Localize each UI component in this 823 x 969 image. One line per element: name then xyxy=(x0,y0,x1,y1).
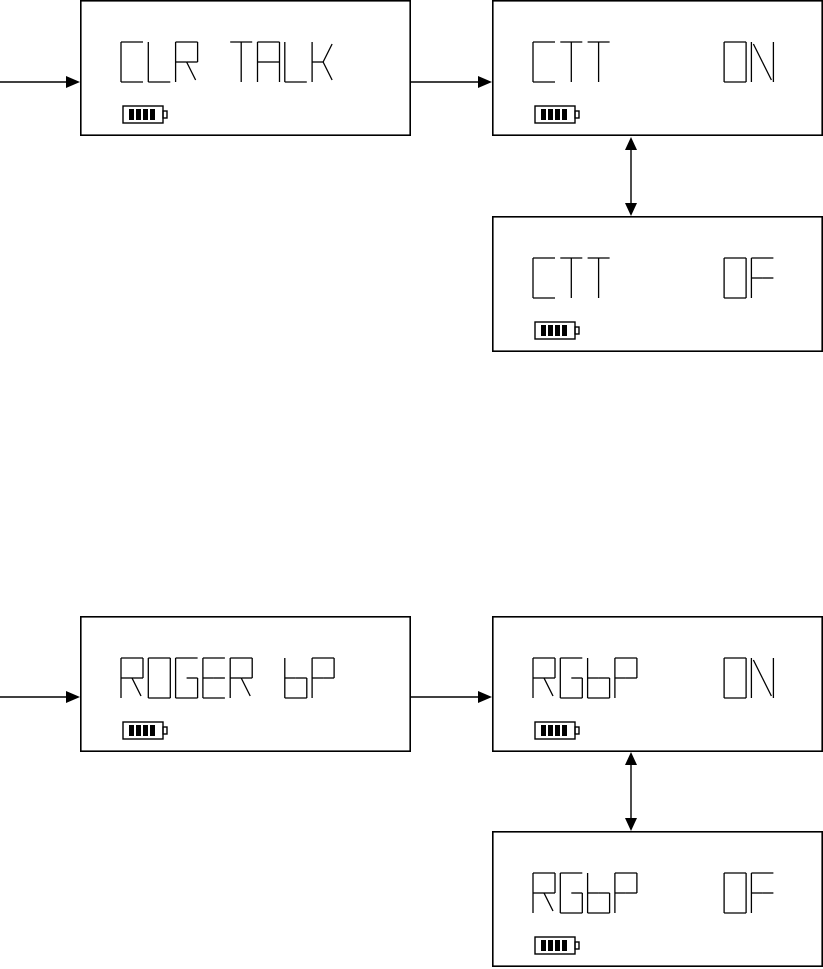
lcd-display-clr-talk: CLR TALK xyxy=(81,0,410,135)
lcd-text: RGbP OF xyxy=(494,832,499,834)
connector-ctt-on-ctt-of xyxy=(625,137,637,216)
lcd-display-roger-bp: ROGER bP xyxy=(81,617,410,751)
lcd-display-ctt-of: CTT OF xyxy=(493,217,822,351)
connector-clr-talk-to-ctt-on xyxy=(411,76,492,88)
lcd-text: RGbP ON xyxy=(494,617,499,619)
connector-rgbp-on-rgbp-of xyxy=(625,752,637,831)
connector-entry-roger-bp xyxy=(0,691,80,703)
connector-roger-bp-to-rgbp-on xyxy=(411,691,492,703)
lcd-text: CTT ON xyxy=(494,1,498,3)
lcd-text: CTT OF xyxy=(494,217,498,219)
lcd-display-ctt-on: CTT ON xyxy=(493,1,822,135)
lcd-display-rgbp-of: RGbP OF xyxy=(493,832,822,966)
lcd-text: ROGER bP xyxy=(82,617,88,619)
lcd-display-rgbp-on: RGbP ON xyxy=(493,617,822,751)
connector-entry-clr-talk xyxy=(0,76,80,88)
